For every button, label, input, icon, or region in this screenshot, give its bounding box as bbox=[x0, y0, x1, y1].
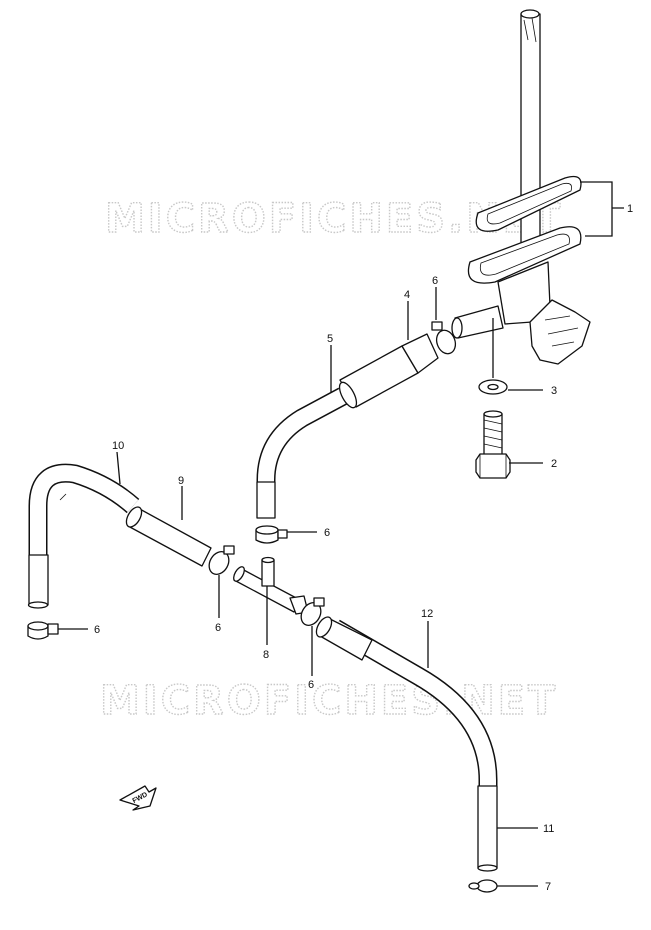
washer bbox=[478, 379, 508, 395]
leader-lines bbox=[58, 181, 624, 887]
callout-5: 5 bbox=[327, 333, 333, 345]
hose-clamp bbox=[255, 525, 288, 544]
hose-clamp bbox=[431, 321, 457, 355]
hose-clamp bbox=[27, 621, 59, 640]
outlet-nipple bbox=[454, 305, 504, 339]
callout-6: 6 bbox=[324, 527, 330, 539]
hose-10 bbox=[27, 463, 140, 609]
callout-4: 4 bbox=[404, 289, 410, 301]
callout-11: 11 bbox=[543, 823, 554, 835]
callout-2: 2 bbox=[551, 458, 557, 470]
callout-8: 8 bbox=[263, 649, 269, 661]
lever-grip-lines bbox=[544, 315, 579, 347]
hose-5 bbox=[256, 387, 348, 500]
callout-9: 9 bbox=[178, 475, 184, 487]
hose-clamp bbox=[300, 597, 325, 626]
callout-12: 12 bbox=[421, 608, 433, 620]
callout-6: 6 bbox=[432, 275, 438, 287]
hose-5-end bbox=[256, 481, 276, 519]
callout-1: 1 bbox=[627, 203, 633, 215]
hose-9 bbox=[125, 506, 212, 567]
t-joint bbox=[233, 556, 309, 615]
outlet-nipple-end bbox=[451, 317, 463, 339]
hose-clamp bbox=[208, 545, 235, 575]
hose-4 bbox=[338, 333, 439, 409]
fuel-cock-assembly bbox=[451, 9, 591, 365]
bolt bbox=[475, 410, 511, 479]
upper-gasket-inner bbox=[486, 182, 572, 225]
pipe-top-cap bbox=[520, 9, 540, 19]
watermark-bottom: MICROFICHES.NET bbox=[100, 678, 558, 724]
callout-3: 3 bbox=[551, 385, 557, 397]
callout-7: 7 bbox=[545, 881, 551, 893]
lower-flange-inner bbox=[479, 233, 570, 276]
fwd-direction-badge: FWD bbox=[119, 785, 157, 811]
filter-cap bbox=[468, 879, 498, 893]
callout-6: 6 bbox=[215, 622, 221, 634]
callout-6: 6 bbox=[94, 624, 100, 636]
pipe-top-slot bbox=[523, 17, 537, 43]
callout-10: 10 bbox=[112, 440, 124, 452]
hose-12 bbox=[315, 616, 498, 800]
callout-6: 6 bbox=[308, 679, 314, 691]
hose-11 bbox=[477, 785, 498, 872]
lower-flange bbox=[467, 226, 582, 284]
forward-arrow-icon bbox=[119, 785, 157, 811]
upper-gasket bbox=[475, 175, 582, 232]
